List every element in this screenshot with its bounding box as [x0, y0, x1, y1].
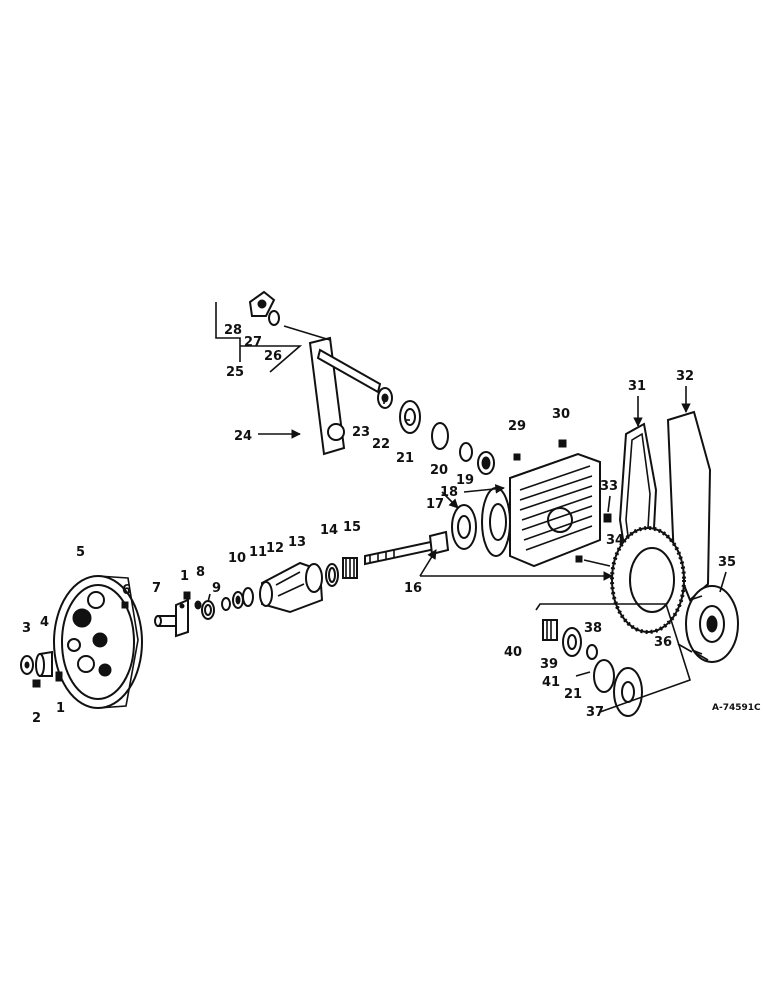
- callout-5: 5: [76, 545, 85, 560]
- ring-part-20: [459, 442, 473, 462]
- callout-8: 8: [196, 565, 205, 580]
- arm-part: [283, 325, 382, 456]
- bearing-cup-part: [325, 563, 339, 587]
- callout-39: 39: [540, 657, 558, 672]
- callout-1-left: 1: [56, 701, 65, 716]
- ring-part-10: [221, 597, 231, 611]
- gearbox-housing-part: [481, 452, 601, 568]
- callout-6: 6: [122, 583, 131, 598]
- callout-20: 20: [430, 463, 448, 478]
- cup-part-12: [242, 587, 254, 607]
- hub-part: [685, 585, 739, 663]
- ring-part-8: [194, 600, 202, 610]
- callout-17: 17: [426, 497, 444, 512]
- callout-26: 26: [264, 349, 282, 364]
- callout-31: 31: [628, 379, 646, 394]
- callouts: 1 2 3 4 5 6 7 1 8 9 10 11 12 13 14 15 16…: [22, 323, 736, 726]
- washer-part: [20, 655, 34, 675]
- callout-27: 27: [244, 335, 262, 350]
- callout-36: 36: [654, 635, 672, 650]
- bearing-part-23: [377, 387, 393, 409]
- plug-part-33: [603, 513, 612, 523]
- callout-18: 18: [440, 485, 458, 500]
- callout-15: 15: [343, 520, 361, 535]
- pinion-shaft-part: [364, 530, 450, 566]
- stub-shaft-part: [154, 598, 189, 638]
- callout-28: 28: [224, 323, 242, 338]
- callout-40: 40: [504, 645, 522, 660]
- callout-21: 21: [396, 451, 414, 466]
- gasket-part-17: [451, 504, 477, 550]
- nut-part-26: [268, 310, 280, 326]
- drawing-reference: A-74591C: [712, 703, 761, 713]
- callout-9: 9: [212, 581, 221, 596]
- flange-part-22: [399, 400, 421, 434]
- bushing-part: [35, 650, 53, 677]
- bearing-part-19: [477, 451, 495, 475]
- bolt-part-36: [693, 651, 709, 661]
- plug-part-34: [575, 555, 583, 563]
- callout-38: 38: [584, 621, 602, 636]
- cup-part-39: [562, 627, 582, 657]
- plug-part-29: [513, 453, 521, 461]
- leader-lines: [207, 302, 727, 713]
- callout-4: 4: [40, 615, 49, 630]
- bearing-part-11: [232, 591, 244, 609]
- callout-21-lower: 21: [564, 687, 582, 702]
- callout-23: 23: [352, 425, 370, 440]
- wheel-part: [53, 575, 143, 709]
- pin-part-6: [121, 601, 129, 609]
- bolt-part-2: [32, 679, 41, 688]
- callout-2: 2: [32, 711, 41, 726]
- callout-3: 3: [22, 621, 31, 636]
- bolt-part-1: [55, 671, 63, 682]
- seal-part-37: [613, 667, 643, 717]
- callout-34: 34: [606, 533, 624, 548]
- callout-37: 37: [586, 705, 604, 720]
- callout-22: 22: [372, 437, 390, 452]
- callout-10: 10: [228, 551, 246, 566]
- gasket-part-21b: [593, 659, 615, 693]
- callout-14: 14: [320, 523, 338, 538]
- callout-29: 29: [508, 419, 526, 434]
- callout-19: 19: [456, 473, 474, 488]
- callout-1-upper: 1: [180, 569, 189, 584]
- seal-part-9: [201, 600, 215, 620]
- screw-part-1: [183, 591, 191, 600]
- callout-33: 33: [600, 479, 618, 494]
- ring-part-38: [586, 644, 598, 660]
- callout-24: 24: [234, 429, 252, 444]
- bearing-part-40: [542, 619, 558, 641]
- callout-11: 11: [249, 545, 267, 560]
- callout-30: 30: [552, 407, 570, 422]
- housing-part: [259, 561, 324, 614]
- bracket-part-27: [248, 290, 276, 317]
- callout-12: 12: [266, 541, 284, 556]
- callout-32: 32: [676, 369, 694, 384]
- callout-7: 7: [152, 581, 161, 596]
- callout-13: 13: [288, 535, 306, 550]
- callout-16: 16: [404, 581, 422, 596]
- screw-part-41: [575, 671, 591, 677]
- plug-part-30: [558, 439, 567, 448]
- bearing-cone-part: [342, 557, 358, 579]
- callout-35: 35: [718, 555, 736, 570]
- callout-25: 25: [226, 365, 244, 380]
- gasket-part-21: [431, 422, 449, 450]
- callout-41: 41: [542, 675, 560, 690]
